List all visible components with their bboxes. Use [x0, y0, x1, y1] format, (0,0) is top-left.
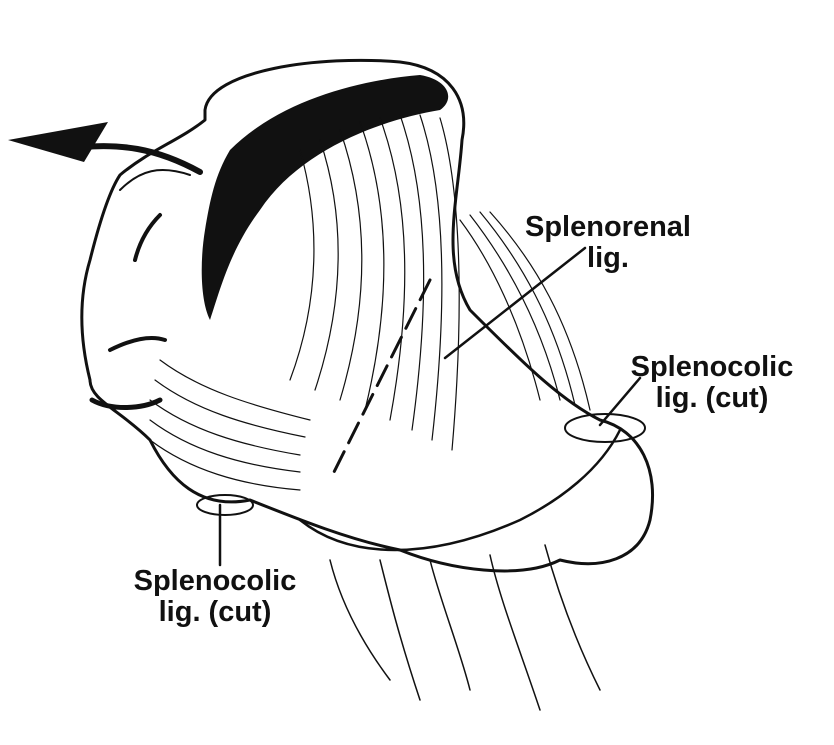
label-splenocolic-right: Splenocolic lig. (cut): [617, 352, 807, 414]
label-line: Splenorenal: [525, 211, 691, 243]
label-splenocolic-left: Splenocolic lig. (cut): [120, 566, 310, 628]
label-line: Splenocolic: [630, 351, 794, 383]
label-line: lig. (cut): [158, 596, 272, 628]
label-line: lig. (cut): [655, 382, 769, 414]
label-line: lig.: [587, 242, 629, 274]
label-splenorenal: Splenorenal lig.: [512, 212, 704, 274]
label-line: Splenocolic: [133, 565, 297, 597]
